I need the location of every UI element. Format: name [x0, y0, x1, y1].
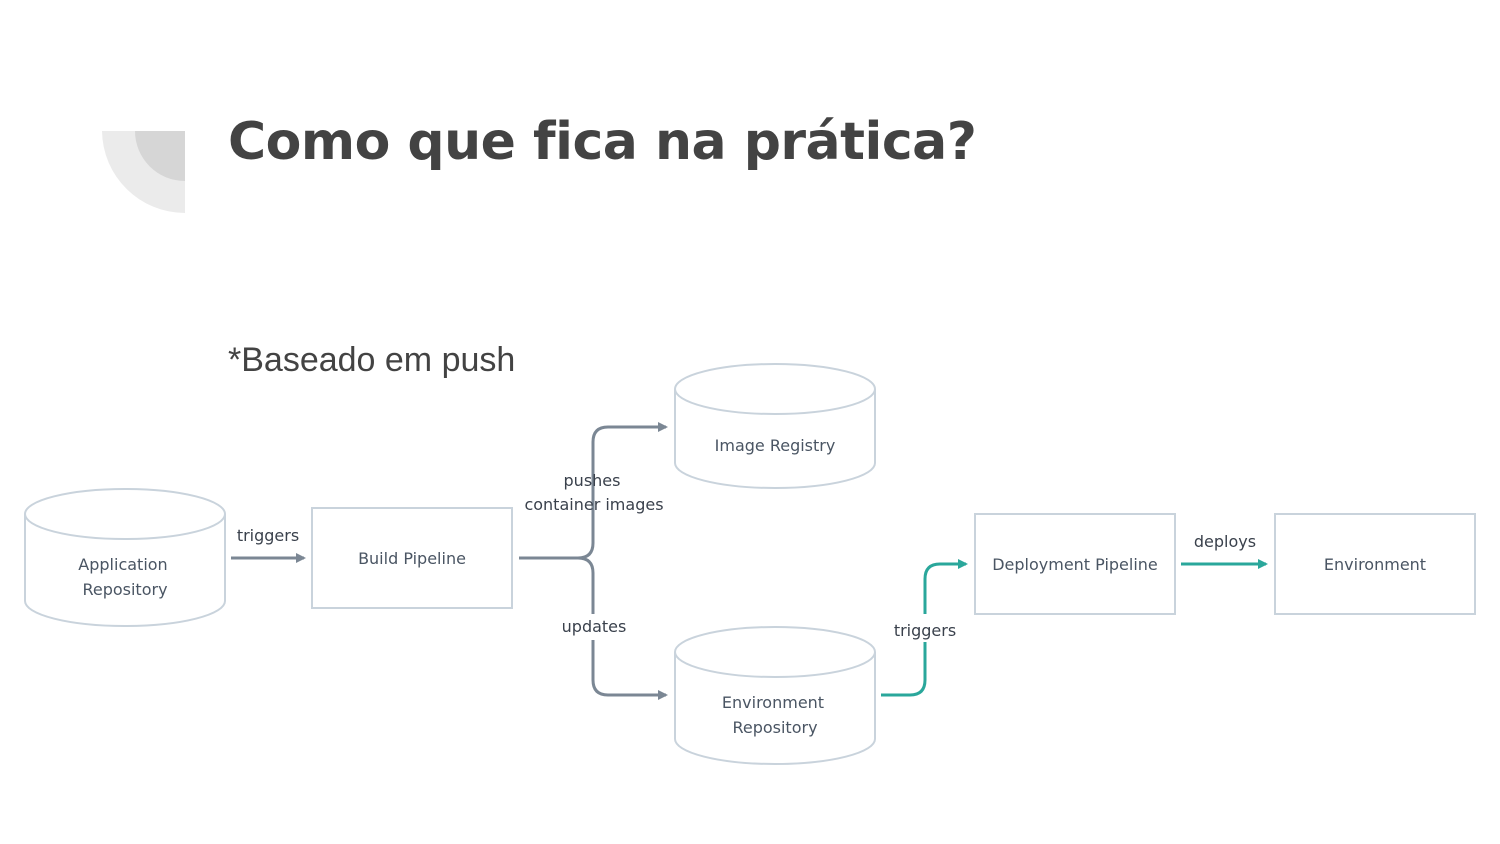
node-label: Environment — [1324, 555, 1426, 574]
node-deployment-pipeline: Deployment Pipeline — [974, 513, 1176, 615]
node-label: Repository — [82, 580, 167, 599]
edge-label: container images — [524, 495, 663, 514]
edge-triggers-deploy: triggers — [881, 559, 968, 697]
node-label: Repository — [732, 718, 817, 737]
node-label: Image Registry — [715, 436, 836, 455]
edge-label: updates — [562, 617, 627, 636]
corner-decoration — [102, 131, 185, 213]
edge-deploys: deploys — [1181, 532, 1268, 569]
slide-subtitle: *Baseado em push — [228, 341, 516, 379]
node-application-repository: Application Repository — [24, 488, 226, 627]
edge-label: deploys — [1194, 532, 1256, 551]
edge-pushes: pushes container images — [524, 422, 668, 543]
node-label: Build Pipeline — [358, 549, 466, 568]
node-label: Environment — [722, 693, 824, 712]
edge-label: pushes — [564, 471, 621, 490]
node-environment-repository: Environment Repository — [674, 626, 876, 765]
node-environment: Environment — [1274, 513, 1476, 615]
edge-label: triggers — [894, 621, 956, 640]
slide-title: Como que fica na prática? — [228, 112, 977, 172]
node-label: Application — [78, 555, 167, 574]
node-label: Deployment Pipeline — [992, 555, 1158, 574]
edge-fork — [519, 542, 595, 574]
node-image-registry: Image Registry — [674, 363, 876, 489]
edge-triggers-build: triggers — [231, 526, 306, 563]
node-build-pipeline: Build Pipeline — [311, 507, 513, 609]
edge-label: triggers — [237, 526, 299, 545]
edge-updates: updates — [562, 573, 668, 700]
